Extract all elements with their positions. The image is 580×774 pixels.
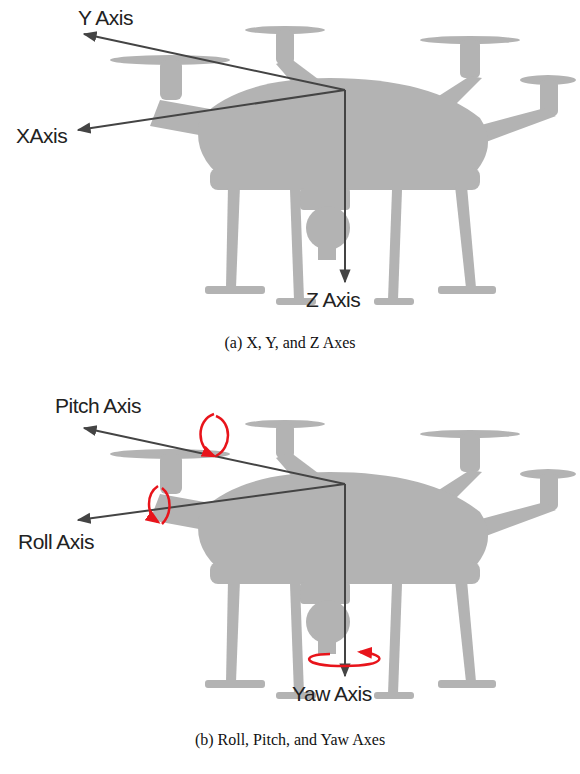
subfigure-caption: (a) X, Y, and Z Axes: [224, 334, 355, 352]
axis-label: Pitch Axis: [55, 394, 141, 418]
axis-label: Yaw Axis: [292, 682, 372, 706]
axis-label: Y Axis: [78, 6, 133, 30]
axis-label: Z Axis: [306, 288, 360, 312]
axis-label: Roll Axis: [18, 530, 94, 554]
axis-label: XAxis: [16, 124, 67, 148]
subfigure-caption: (b) Roll, Pitch, and Yaw Axes: [195, 731, 385, 749]
